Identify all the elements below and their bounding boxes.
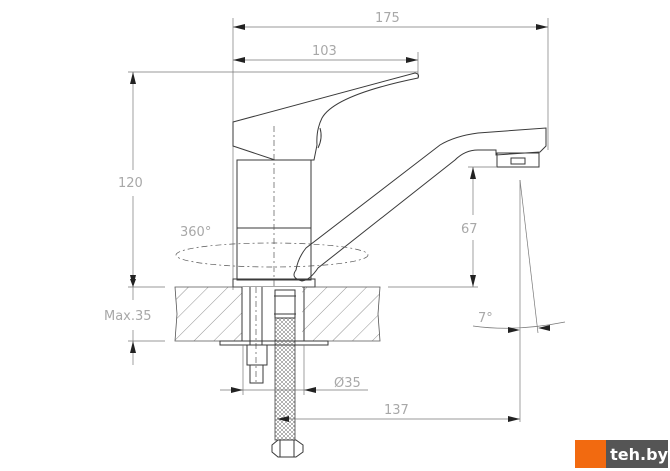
dimension-label-diameter-35: Ø35 [334, 376, 361, 391]
dimension-175: 175 [232, 11, 549, 290]
dimension-diameter-35: Ø35 [220, 345, 368, 395]
dimension-angle-7: 7° [472, 179, 566, 422]
dimension-label-67: 67 [461, 222, 478, 237]
faucet-spout [293, 127, 547, 282]
dimension-label-103: 103 [312, 44, 337, 59]
dimension-label-angle: 7° [478, 311, 493, 326]
dimension-67: 67 [461, 166, 497, 287]
faucet-body [232, 72, 420, 292]
dimension-label-175: 175 [375, 11, 400, 26]
countertop-section [128, 286, 478, 346]
dimension-120: 120 [118, 71, 418, 287]
dimension-max-35: Max.35 [104, 279, 152, 365]
watermark-orange-block [575, 440, 607, 468]
rotation-indicator: 360° [175, 225, 369, 268]
supply-hose [271, 289, 304, 458]
watermark-text: teh.by [610, 444, 668, 464]
dimension-label-137: 137 [384, 403, 409, 418]
rotation-label: 360° [180, 225, 211, 240]
dimension-label-120: 120 [118, 176, 143, 191]
mounting-stud [246, 287, 268, 384]
watermark-logo: teh.by [575, 440, 668, 468]
dimension-103: 103 [233, 44, 419, 78]
dimension-label-max-35: Max.35 [104, 309, 152, 324]
dimension-137: 137 [277, 403, 520, 422]
